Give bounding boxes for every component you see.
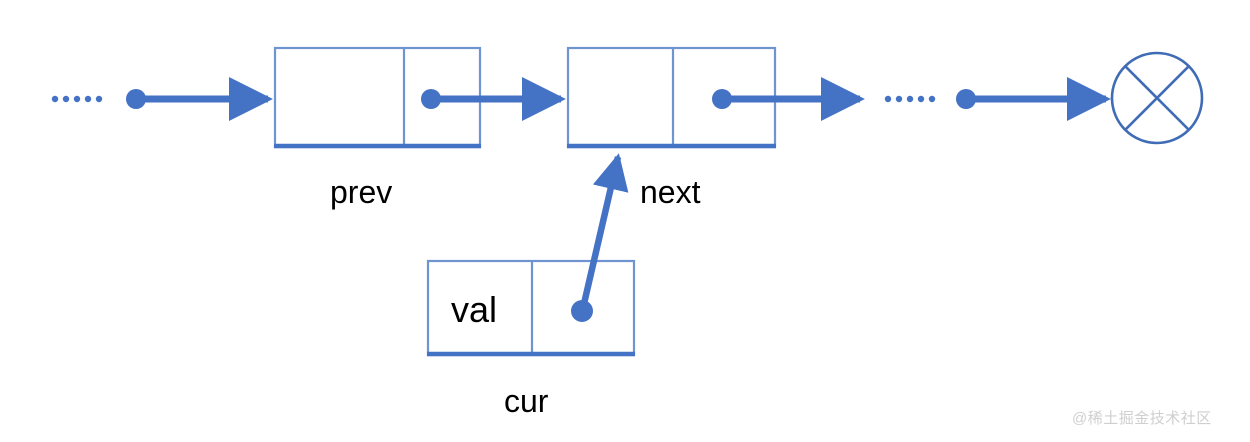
cur-pointer-dot	[571, 300, 593, 322]
prev-pointer-dot	[421, 89, 441, 109]
prev-node-label: prev	[330, 174, 393, 210]
tail-pointer-dot	[956, 89, 976, 109]
arrow-prev-to-next	[421, 76, 566, 122]
cur-node[interactable]	[426, 259, 636, 357]
null-circle-icon	[1110, 51, 1204, 145]
cur-node-value-text: val	[451, 289, 498, 330]
watermark: @稀土掘金技术社区	[1072, 410, 1212, 427]
arrow-next-onward	[712, 76, 865, 122]
arrow-cur-to-next	[571, 153, 629, 322]
next-pointer-dot	[712, 89, 732, 109]
cur-node-label: cur	[504, 383, 549, 419]
ellipsis-left-icon	[51, 95, 103, 103]
ellipsis-right-icon	[884, 95, 936, 103]
arrow-into-prev	[126, 76, 273, 122]
next-node-label: next	[640, 174, 701, 210]
arrow-to-null	[956, 76, 1111, 122]
pointer-dot-incoming	[126, 89, 146, 109]
